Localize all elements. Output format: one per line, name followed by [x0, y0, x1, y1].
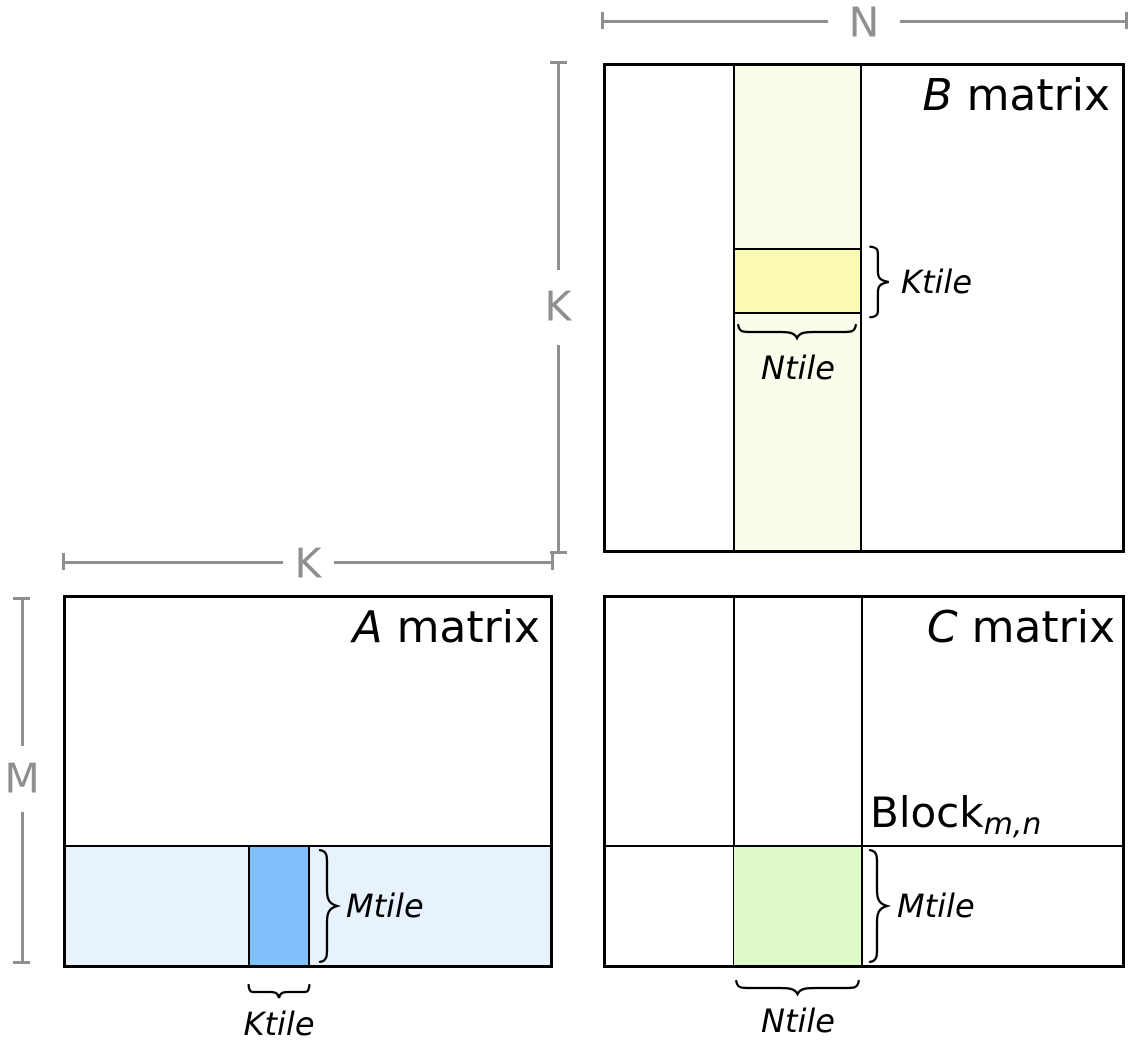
b-matrix-title-letter: B [922, 70, 953, 121]
b-ntile-brace [737, 322, 857, 339]
c-ntile-brace [735, 978, 860, 995]
c-column-line-right [861, 598, 863, 965]
dim-ka-tick-right [551, 553, 554, 570]
c-column-line-left [733, 598, 735, 965]
a-mtile-brace [316, 849, 340, 963]
a-matrix-title-rest: matrix [382, 602, 540, 653]
a-matrix-title-letter: A [352, 602, 383, 653]
dim-m-segment-top [21, 598, 24, 746]
dim-m-label: M [4, 754, 40, 803]
dim-ka-segment-right [334, 561, 553, 564]
c-mtile-ntile-tile [733, 845, 862, 965]
dim-m-tick-top [13, 597, 30, 600]
b-ktile-ntile-tile [733, 248, 862, 314]
dim-n-tick-left [601, 12, 604, 29]
c-matrix-title-letter: C [926, 602, 958, 653]
dim-kb-tick-top [550, 61, 567, 64]
c-mtile-label: Mtile [897, 887, 975, 925]
c-mtile-brace [866, 849, 890, 963]
b-ktile-label: Ktile [901, 263, 972, 301]
dim-kb-tick-bottom [550, 551, 567, 554]
dim-m-segment-bottom [21, 812, 24, 963]
c-block-label-base: Block [870, 788, 984, 837]
b-ktile-brace [866, 246, 892, 318]
a-ktile-label: Ktile [243, 1005, 315, 1043]
b-matrix-title-rest: matrix [952, 70, 1110, 121]
c-matrix-title-rest: matrix [957, 602, 1115, 653]
c-block-label-subscript: m,n [983, 806, 1042, 842]
a-matrix-title: A matrix [352, 606, 540, 650]
b-matrix [603, 63, 1125, 553]
c-matrix-title: C matrix [927, 606, 1115, 650]
a-ktile-brace [248, 982, 310, 999]
c-block-label: Blockm,n [870, 792, 1041, 840]
dim-kb-label: K [544, 282, 572, 331]
dim-ka-segment-left [63, 561, 283, 564]
dim-kb-segment-top [557, 62, 560, 270]
dim-n-segment-right [900, 20, 1127, 23]
dim-m-tick-bottom [13, 961, 30, 964]
dim-ka-tick-left [62, 553, 65, 570]
a-mtile-ktile-tile [248, 845, 310, 965]
dim-n-segment-left [602, 20, 828, 23]
c-row-line [606, 845, 1122, 847]
c-matrix [603, 595, 1125, 968]
a-mtile-label: Mtile [346, 887, 424, 925]
dim-n-label: N [848, 0, 880, 47]
b-matrix-title: B matrix [922, 74, 1110, 118]
dim-ka-label: K [294, 539, 322, 588]
b-ntile-label: Ntile [761, 349, 835, 387]
dim-kb-segment-bottom [557, 345, 560, 553]
dim-n-tick-right [1125, 12, 1128, 29]
a-matrix [63, 595, 553, 968]
c-ntile-label: Ntile [761, 1002, 835, 1040]
